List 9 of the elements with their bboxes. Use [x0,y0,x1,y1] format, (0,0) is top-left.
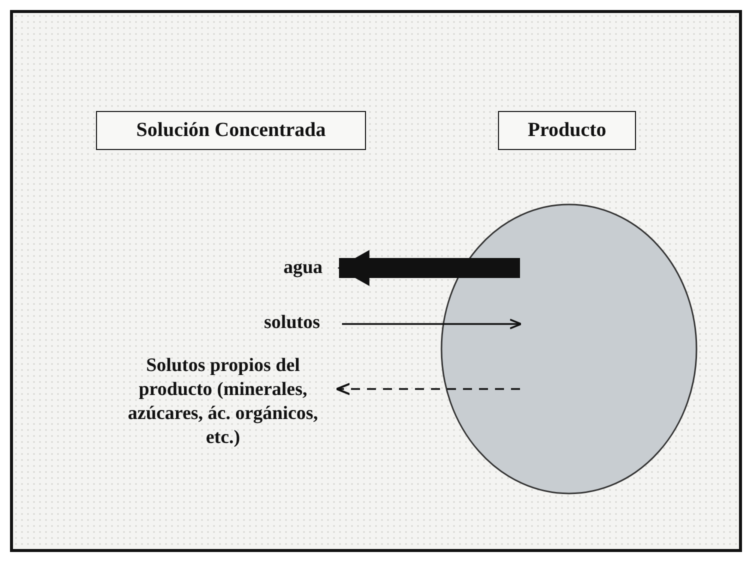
arrow [336,382,520,396]
text-label: agua [272,256,334,282]
text-label: solutos [246,311,338,337]
arrow [342,318,522,330]
label-box: Solución Concentrada [96,111,366,150]
product-circle [440,203,698,495]
text-label: Solutos propios del producto (minerales, azúcares, ác. orgánicos, etc.) [112,354,334,452]
label-box: Producto [498,111,636,150]
arrow [337,252,520,284]
